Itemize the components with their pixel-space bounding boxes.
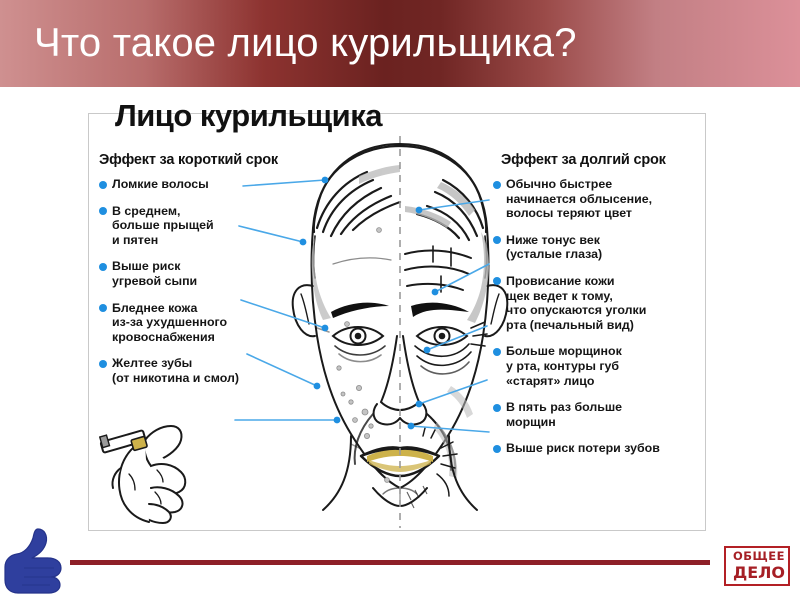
- column-short-term: Эффект за короткий срок Ломкие волосы В …: [99, 152, 279, 398]
- list-item: Ломкие волосы: [99, 177, 279, 192]
- infographic-frame: Лицо курильщика: [88, 98, 706, 531]
- page-title: Что такое лицо курильщика?: [34, 21, 577, 65]
- logo-line-2: ДЕЛО: [732, 563, 786, 582]
- list-item: Желтее зубы(от никотина и смол): [99, 356, 279, 385]
- list-item: Выше риск потери зубов: [493, 441, 701, 456]
- logo-line-1: ОБЩЕЕ: [733, 549, 785, 563]
- obshchee-delo-logo: ОБЩЕЕ ДЕЛО: [724, 546, 790, 586]
- list-item: Ниже тонус век(усталые глаза): [493, 233, 701, 262]
- column-long-term-header: Эффект за долгий срок: [501, 152, 666, 168]
- thumbs-up-icon: [4, 528, 62, 594]
- footer-divider-rule: [70, 560, 710, 565]
- infographic-title: Лицо курильщика: [115, 98, 382, 133]
- hand-holding-cigarette-illustration: [99, 425, 187, 524]
- column-short-term-header: Эффект за короткий срок: [99, 152, 278, 168]
- slide-title-banner: Что такое лицо курильщика?: [0, 0, 800, 87]
